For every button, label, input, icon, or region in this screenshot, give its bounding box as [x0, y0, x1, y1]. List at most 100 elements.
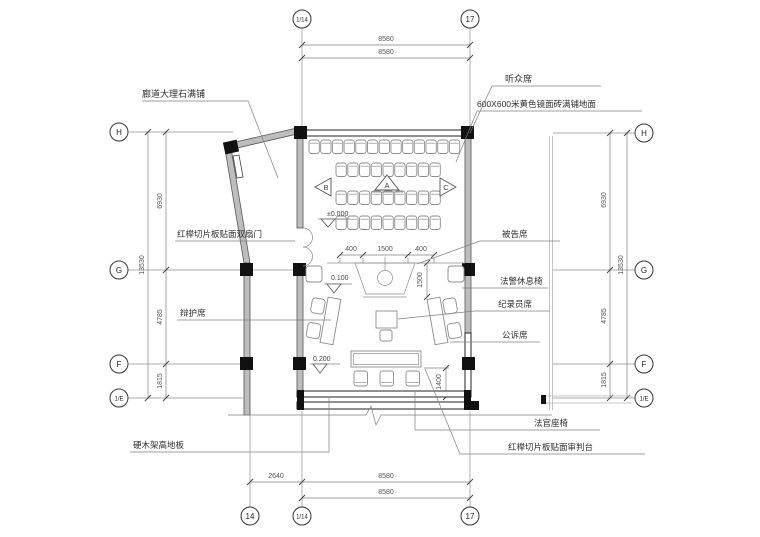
chair — [448, 139, 461, 154]
chair — [382, 162, 394, 177]
chair — [394, 162, 406, 177]
label-floor-tile: 600X600米黄色镜面砖满铺地面 — [477, 99, 597, 109]
chair — [382, 215, 394, 230]
column — [461, 126, 474, 139]
chair — [437, 139, 449, 154]
defense-table — [305, 296, 342, 346]
chair — [343, 139, 355, 154]
grid-bubble-left-1e: 1/E — [114, 397, 123, 403]
chair — [413, 139, 426, 154]
grid-bubble-bottom-14: 14 — [246, 512, 255, 521]
dim-right-6930: 6930 — [601, 192, 608, 208]
bottom-wall — [296, 390, 472, 398]
chair — [394, 215, 406, 230]
grid-bubble-right-f: F — [642, 360, 647, 369]
chair — [359, 190, 371, 205]
label-audience-seats: 听众席 — [505, 73, 532, 84]
level-zero: ±0.000 — [327, 211, 348, 218]
judge-chairs — [353, 370, 420, 387]
column — [297, 390, 304, 410]
chair — [308, 139, 320, 154]
level-0100-triangle — [326, 283, 342, 294]
section-marker-b-label: B — [323, 183, 328, 192]
chair — [417, 162, 430, 177]
dim-bottom-8580a: 8580 — [378, 473, 394, 480]
chair — [335, 190, 347, 205]
corridor-wall-vertical — [243, 262, 251, 416]
bailiff-chair-right — [447, 265, 465, 283]
dim-top-1: 8580 — [378, 36, 394, 43]
dim-left-total: 13530 — [139, 255, 146, 275]
column — [464, 390, 471, 410]
grid-bubble-right-1e: 1/E — [639, 397, 648, 403]
grid-bubble-left-f: F — [117, 360, 122, 369]
chair — [406, 190, 418, 205]
chair — [370, 162, 383, 177]
grid-lines — [128, 28, 635, 507]
level-0200: 0.200 — [313, 356, 331, 363]
label-defendant-seat: 被告席 — [502, 229, 528, 239]
section-marker-b — [314, 177, 332, 197]
dim-left-6930: 6930 — [157, 193, 164, 209]
chair — [367, 139, 379, 154]
section-markers: B C A — [314, 174, 457, 197]
break-symbol — [365, 405, 382, 426]
judge-bench — [350, 350, 422, 368]
label-corridor-marble: 廊道大理石满铺 — [142, 88, 205, 99]
column — [293, 357, 306, 370]
chair — [402, 139, 414, 154]
chair — [417, 190, 430, 205]
chair — [406, 162, 418, 177]
dim-right-1815: 1815 — [601, 372, 608, 388]
chair — [370, 190, 383, 205]
column — [293, 263, 306, 276]
label-veneer-door: 红榉切片板贴面双扇门 — [177, 229, 262, 239]
dim-bottom-8580b: 8580 — [378, 489, 394, 496]
dim-bench-1400: 1400 — [436, 374, 443, 390]
level-markers: ±0.000 0.100 0.200 — [310, 211, 352, 374]
chair — [429, 162, 441, 177]
dim-left-1815: 1815 — [157, 373, 164, 389]
dim-dock-400a: 400 — [345, 246, 357, 253]
dim-right-4785: 4785 — [601, 308, 608, 324]
chair — [353, 370, 368, 387]
chair — [347, 215, 359, 230]
left-wall-lower — [296, 265, 304, 392]
defendant-dock — [354, 262, 416, 295]
column — [240, 357, 253, 370]
chair — [378, 139, 390, 154]
corridor-door-leaf — [232, 154, 244, 179]
section-marker-c-label: C — [443, 183, 449, 192]
dim-dock-depth: 1500 — [417, 272, 424, 288]
furniture — [302, 139, 465, 387]
section-marker-c — [439, 177, 457, 197]
chair — [347, 190, 359, 205]
bottom-outer-wall — [296, 401, 472, 410]
bottom-right-wall-extension — [545, 395, 632, 404]
grid-bubble-left-g: G — [116, 266, 122, 275]
column — [462, 263, 475, 276]
chair — [417, 215, 430, 230]
grid-bubble-left-h: H — [116, 128, 122, 137]
chair — [429, 190, 441, 205]
dim-dock-400b: 400 — [415, 246, 427, 253]
bailiff-chair-left — [305, 265, 323, 283]
chair — [425, 139, 437, 154]
annotation-labels: 廊道大理石满铺 听众席 600X600米黄色镜面砖满铺地面 红榉切片板贴面双扇门… — [133, 73, 597, 452]
dimension-lines: 8580 8580 2640 8580 8580 13530 6930 4785… — [139, 36, 631, 502]
level-0100: 0.100 — [331, 275, 349, 282]
dim-dock-1500: 1500 — [377, 246, 393, 253]
column — [294, 126, 307, 139]
grid-bubble-right-g: G — [641, 266, 647, 275]
audience-chairs — [308, 139, 461, 230]
prosecution-table — [426, 296, 463, 346]
chair — [359, 215, 371, 230]
column — [240, 263, 253, 276]
chair — [335, 162, 347, 177]
leader-lines — [130, 85, 645, 455]
defendant-position — [377, 270, 393, 286]
chair — [335, 215, 347, 230]
label-prosecutor-seat: 公诉席 — [502, 330, 528, 340]
top-wall — [296, 129, 472, 137]
